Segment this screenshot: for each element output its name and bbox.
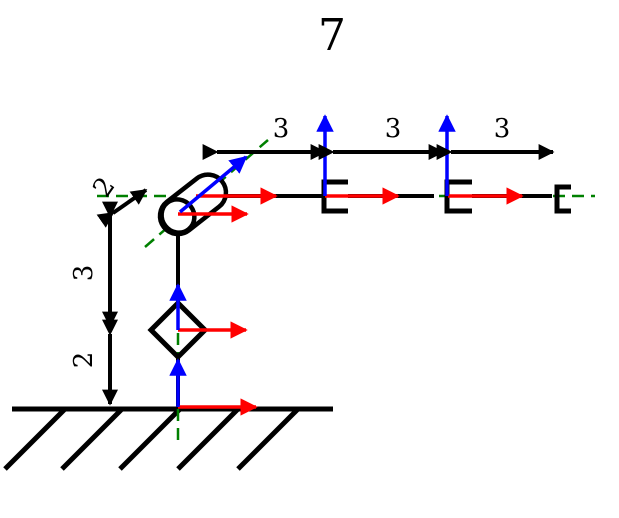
link-2-label: 3 (385, 114, 402, 144)
joint2-offset-dimension (96, 188, 148, 228)
shoulder-frame-z-axis (178, 155, 248, 214)
bracket-joint-2 (444, 179, 472, 214)
joint-axes (97, 139, 595, 440)
bracket-joint-1 (321, 179, 348, 214)
link-1-label: 3 (273, 114, 290, 144)
dimension-arrows (96, 144, 555, 406)
base-height-label: 2 (69, 352, 99, 369)
link-3-label: 3 (494, 114, 511, 144)
robot-links (176, 194, 552, 409)
ground-hatching (3, 407, 300, 471)
end-effector (554, 184, 571, 214)
x-axes (178, 187, 524, 416)
arm-joints (321, 179, 571, 214)
joint2-offset-label: 2 (87, 172, 121, 203)
prismatic-joint (147, 299, 209, 361)
figure-title: 7 (318, 10, 346, 61)
joint1-to-joint2-label: 3 (69, 265, 99, 282)
ground (3, 406, 333, 471)
z-axes (169, 114, 456, 407)
